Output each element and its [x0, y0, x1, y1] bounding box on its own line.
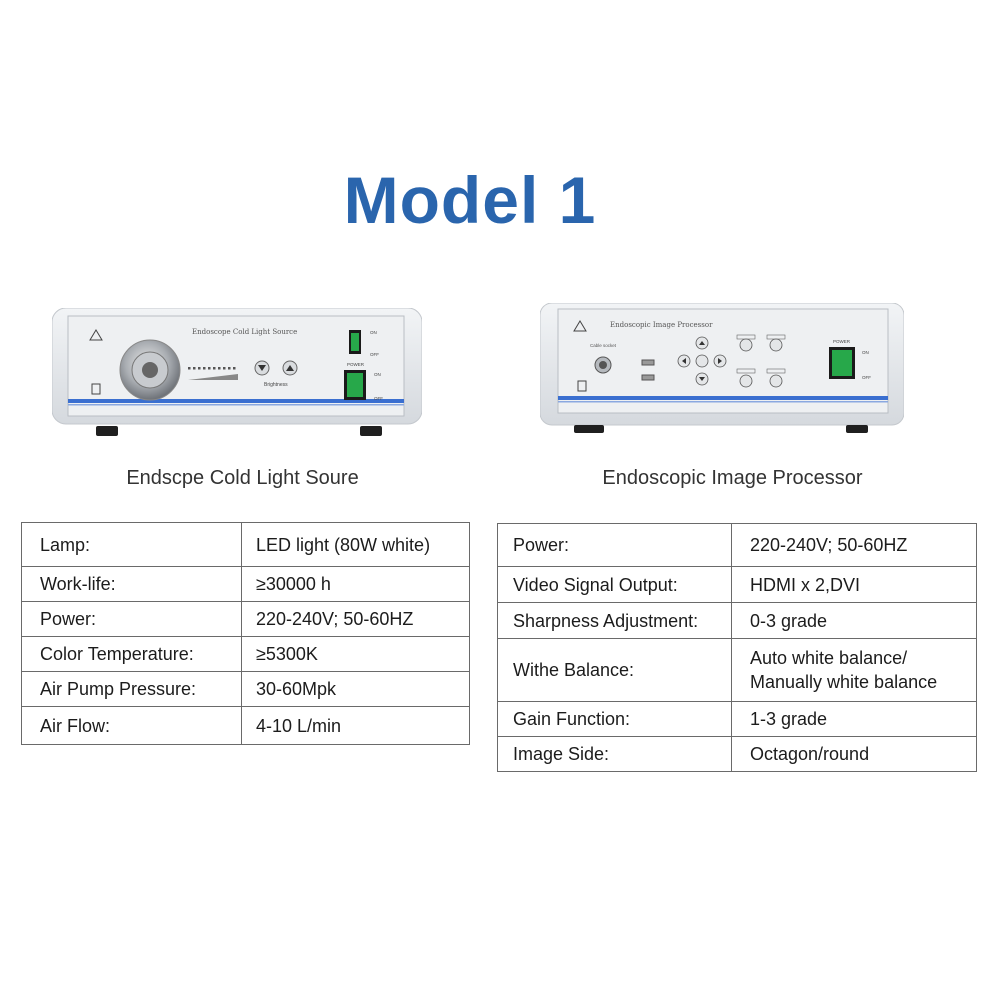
- spec-value: Octagon/round: [731, 736, 977, 772]
- spec-label: Power:: [21, 601, 242, 637]
- stop-button[interactable]: [769, 374, 783, 388]
- cold-light-source-image: Endoscope Cold Light Source Brightness O…: [52, 308, 422, 440]
- led-switch-off-label: OFF: [370, 352, 379, 357]
- spec-label: Image Side:: [497, 736, 732, 772]
- spec-value: 1-3 grade: [731, 701, 977, 737]
- spec-value: 220-240V; 50-60HZ: [241, 601, 470, 637]
- spec-label: Power:: [497, 523, 732, 567]
- spec-value: 220-240V; 50-60HZ: [731, 523, 977, 567]
- spec-value: ≥5300K: [241, 636, 470, 672]
- brightness-label: Brightness: [264, 382, 288, 388]
- processor-spec-table: Power: 220-240V; 50-60HZ Video Signal Ou…: [497, 523, 977, 772]
- processor-panel-label: Endoscopic Image Processor: [610, 321, 713, 329]
- spec-value: 4-10 L/min: [241, 706, 470, 745]
- cold-light-caption: Endscpe Cold Light Soure: [126, 467, 359, 489]
- spec-value: 30-60Mpk: [241, 671, 470, 707]
- usb-port-1[interactable]: [641, 359, 655, 366]
- spec-row-air-flow: Air Flow: 4-10 L/min: [21, 706, 470, 745]
- spec-label: Air Flow:: [21, 706, 242, 745]
- spec-value-line-2: Manually white balance: [750, 672, 938, 692]
- spec-value: LED light (80W white): [241, 522, 470, 567]
- spec-row-white-balance: Withe Balance: Auto white balance/ Manua…: [497, 638, 977, 702]
- spec-row-sharpness: Sharpness Adjustment: 0-3 grade: [497, 602, 977, 639]
- record-button[interactable]: [739, 374, 753, 388]
- spec-row-power: Power: 220-240V; 50-60HZ: [21, 601, 470, 637]
- power-off-label: OFF: [374, 396, 383, 401]
- usb-port-2[interactable]: [641, 374, 655, 381]
- spec-row-air-pump-pressure: Air Pump Pressure: 30-60Mpk: [21, 671, 470, 707]
- processor-off-label: OFF: [862, 375, 871, 380]
- processor-power-label: POWER: [833, 339, 851, 344]
- spec-label: Work-life:: [21, 566, 242, 602]
- spec-value: ≥30000 h: [241, 566, 470, 602]
- spec-row-power: Power: 220-240V; 50-60HZ: [497, 523, 977, 567]
- cold-light-panel-label: Endoscope Cold Light Source: [192, 328, 297, 336]
- processor-on-label: ON: [862, 350, 869, 355]
- image-processor-image: Endoscopic Image Processor Cable socket …: [540, 303, 904, 435]
- power-label: POWER: [347, 362, 365, 367]
- spec-row-lamp: Lamp: LED light (80W white): [21, 522, 470, 567]
- spec-row-video-output: Video Signal Output: HDMI x 2,DVI: [497, 566, 977, 603]
- spec-row-color-temperature: Color Temperature: ≥5300K: [21, 636, 470, 672]
- spec-value: Auto white balance/ Manually white balan…: [731, 638, 977, 702]
- spec-row-image-side: Image Side: Octagon/round: [497, 736, 977, 772]
- freeze-button[interactable]: [739, 338, 753, 352]
- cold-light-spec-table: Lamp: LED light (80W white) Work-life: ≥…: [21, 522, 470, 745]
- spec-row-gain-function: Gain Function: 1-3 grade: [497, 701, 977, 737]
- spec-label: Color Temperature:: [21, 636, 242, 672]
- spec-value-line-1: Auto white balance/: [750, 648, 908, 668]
- spec-row-work-life: Work-life: ≥30000 h: [21, 566, 470, 602]
- power-on-label: ON: [374, 372, 381, 377]
- spec-label: Sharpness Adjustment:: [497, 602, 732, 639]
- led-switch-on-label: ON: [370, 330, 377, 335]
- photo-button[interactable]: [769, 338, 783, 352]
- spec-label: Air Pump Pressure:: [21, 671, 242, 707]
- spec-label: Lamp:: [21, 522, 242, 567]
- spec-label: Gain Function:: [497, 701, 732, 737]
- nav-menu-button[interactable]: [695, 354, 709, 368]
- spec-value: 0-3 grade: [731, 602, 977, 639]
- spec-value: HDMI x 2,DVI: [731, 566, 977, 603]
- spec-label: Withe Balance:: [497, 638, 732, 702]
- cable-socket-label: Cable socket: [590, 343, 617, 348]
- spec-label: Video Signal Output:: [497, 566, 732, 603]
- page-title: Model 1: [343, 163, 597, 237]
- processor-caption: Endoscopic Image Processor: [602, 467, 863, 489]
